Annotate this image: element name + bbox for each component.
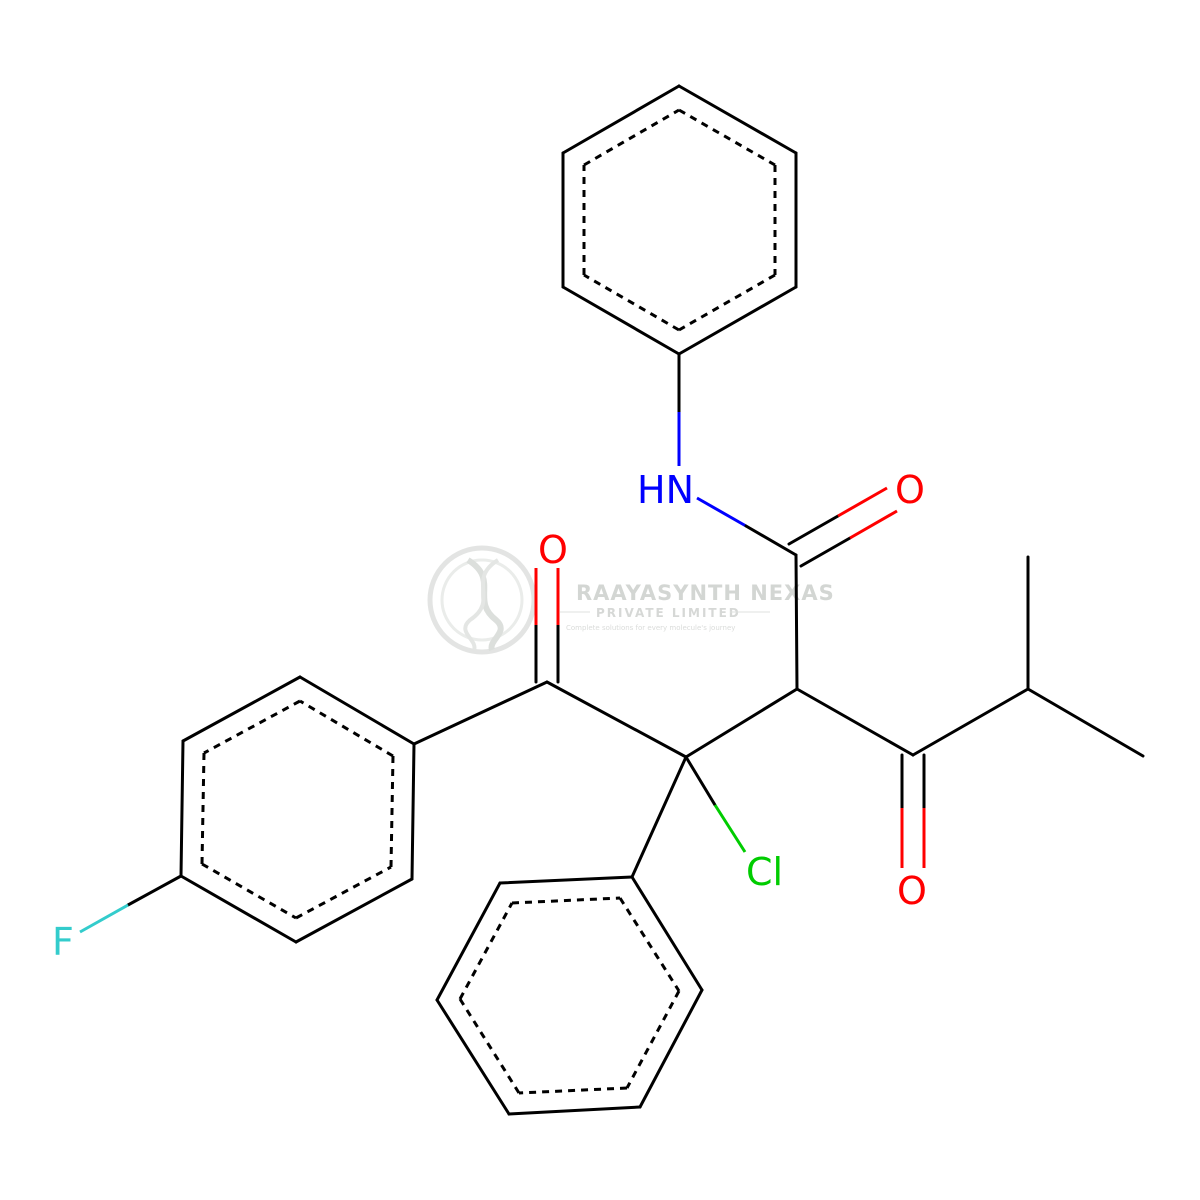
phenyl-ring-bottom <box>435 875 704 1116</box>
alpha-ketone-bond <box>795 687 915 757</box>
c-f-bond <box>79 874 183 934</box>
right-ketone-carbonyl <box>900 753 926 868</box>
watermark-subtitle: PRIVATE LIMITED <box>596 606 741 620</box>
ketone-aryl-bond <box>412 680 549 746</box>
fluorophenyl-ring <box>179 675 416 944</box>
watermark-title: RAAYASYNTH NEXAS <box>576 581 835 605</box>
watermark-logo-ring <box>427 545 537 655</box>
left-ketone-carbonyl <box>534 568 560 684</box>
c-cl-bond <box>684 755 747 853</box>
right-ketone-oxygen-label: O <box>897 869 927 913</box>
isopropyl-group <box>911 555 1145 758</box>
nitrogen-label: HN <box>637 468 694 512</box>
phenyl-ring-top <box>561 84 798 356</box>
left-ketone-oxygen-label: O <box>538 528 568 572</box>
watermark-tagline: Complete solutions for every molecule's … <box>566 624 735 632</box>
alpha-quaternary-bond <box>684 687 799 759</box>
watermark-logo-inner-ring <box>440 558 524 642</box>
amide-oxygen-label: O <box>895 468 925 512</box>
watermark-helix-strand-icon <box>463 558 500 651</box>
quaternary-phenyl-bond <box>630 755 688 879</box>
amide-carbonyl <box>787 486 898 568</box>
amide-n-c-bond <box>696 496 798 557</box>
watermark: RAAYASYNTH NEXAS PRIVATE LIMITED Complet… <box>427 545 835 655</box>
chlorine-label: Cl <box>746 850 783 894</box>
quaternary-ketone-bond <box>545 680 688 759</box>
fluorine-label: F <box>52 920 74 964</box>
amide-alpha-bond <box>794 553 799 691</box>
